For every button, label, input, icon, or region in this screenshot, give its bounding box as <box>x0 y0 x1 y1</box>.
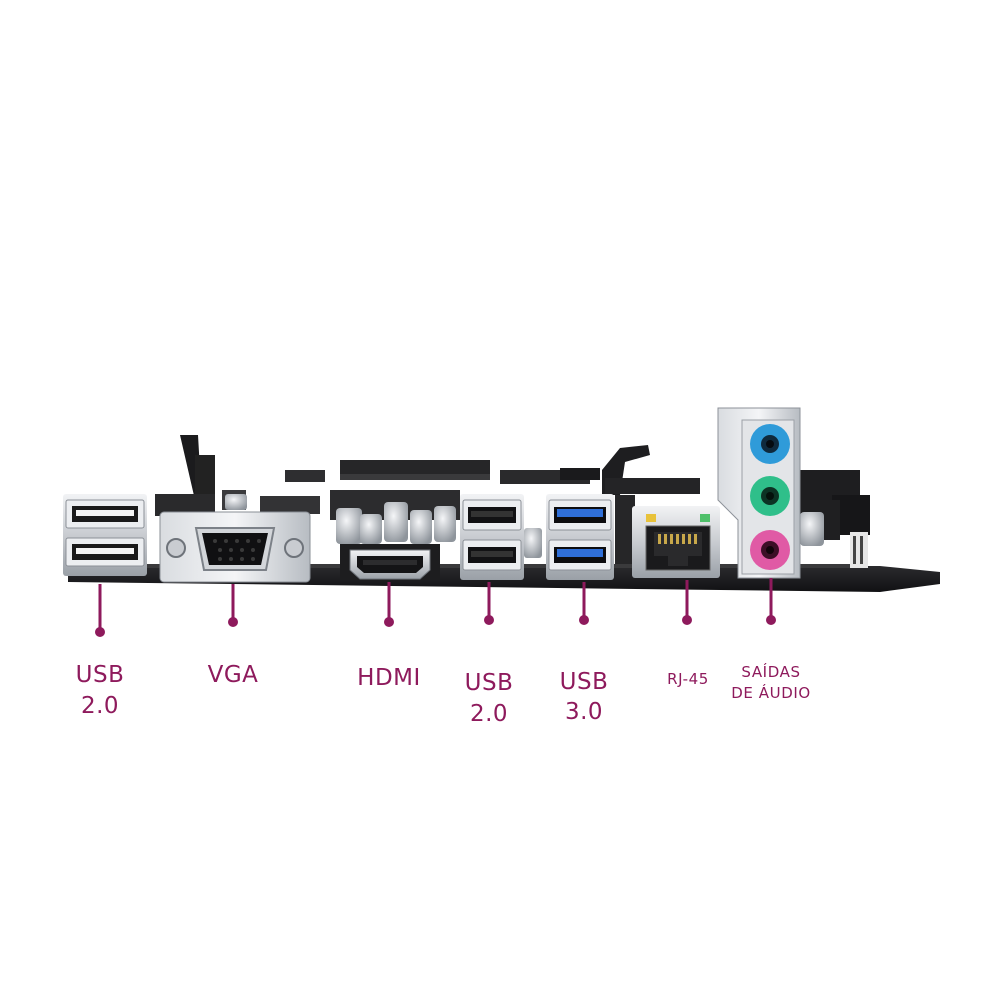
callout-usb-left <box>95 584 105 637</box>
callout-rj45 <box>682 580 692 625</box>
label-usb-left-line1: USB <box>76 662 125 688</box>
port-hdmi <box>340 544 440 580</box>
label-usb-mid-line2: 2.0 <box>470 701 508 727</box>
pin-header <box>850 532 868 568</box>
capacitors <box>225 494 824 558</box>
port-usb2-left <box>63 494 147 576</box>
port-rj45 <box>632 506 720 578</box>
label-usb-mid-line1: USB <box>465 670 514 696</box>
label-audio-line1: SAÍDAS <box>741 662 800 681</box>
callout-hdmi <box>384 582 394 627</box>
label-rj45: RJ-45 <box>667 670 709 688</box>
audio-jack-green <box>750 476 790 516</box>
callout-audio <box>766 578 776 625</box>
audio-jack-blue <box>750 424 790 464</box>
audio-jack-pink <box>750 530 790 570</box>
label-usb3-line1: USB <box>560 669 609 695</box>
usb3-tongue-top <box>557 509 603 517</box>
label-usb-left-line2: 2.0 <box>81 693 119 719</box>
label-usb3-line2: 3.0 <box>565 699 603 725</box>
usb3-tongue-bottom <box>557 549 603 557</box>
callout-usb-mid <box>484 582 494 625</box>
callout-usb3 <box>579 582 589 625</box>
port-vga <box>159 511 311 583</box>
callouts <box>95 578 776 637</box>
label-vga: VGA <box>208 662 259 688</box>
port-audio <box>717 407 801 579</box>
label-hdmi: HDMI <box>357 665 421 691</box>
port-usb2-mid <box>460 494 524 580</box>
port-usb3 <box>546 494 614 580</box>
board-components <box>155 435 870 565</box>
rj45-led-right <box>700 514 710 522</box>
callout-vga <box>228 584 238 627</box>
label-audio-line2: DE ÁUDIO <box>731 683 811 702</box>
rj45-led-left <box>646 514 656 522</box>
